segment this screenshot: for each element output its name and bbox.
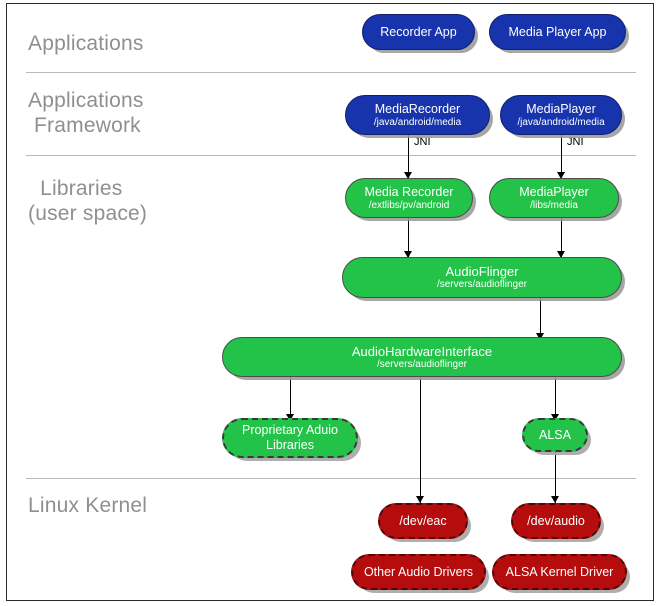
node-audiohardwareinterface-title: AudioHardwareInterface — [351, 343, 493, 359]
node-audiohardwareinterface[interactable]: AudioHardwareInterface /servers/audiofli… — [222, 337, 622, 377]
node-alsa-kernel-driver-title: ALSA Kernel Driver — [505, 564, 614, 579]
node-audioflinger[interactable]: AudioFlinger /servers/audioflinger — [342, 257, 622, 298]
connector-ahi-proprietary — [290, 377, 291, 422]
connector-audioflinger-ahi — [540, 298, 541, 340]
diagram-border — [6, 3, 654, 601]
node-proprietary-audio-libraries-subtitle: Libraries — [266, 438, 314, 452]
node-mediaplayer-framework-path: /java/android/media — [517, 116, 605, 128]
layer-label-linux-kernel: Linux Kernel — [28, 494, 148, 517]
node-audioflinger-path: /servers/audioflinger — [436, 279, 528, 290]
node-dev-eac-title: /dev/eac — [399, 513, 447, 528]
node-proprietary-audio-libraries[interactable]: Proprietary Aduio Libraries — [222, 418, 358, 458]
node-alsa-title: ALSA — [539, 427, 571, 442]
node-alsa-kernel-driver[interactable]: ALSA Kernel Driver — [492, 554, 627, 590]
edge-label-jni-right: JNI — [567, 136, 584, 148]
arrowhead-mediaplayer-jni — [557, 172, 565, 179]
node-mediarecorder-framework[interactable]: MediaRecorder /java/android/media — [345, 95, 490, 135]
arrowhead-ahi-alsa — [551, 414, 559, 421]
layer-label-applications-framework: Applications Framework — [28, 89, 144, 137]
node-recorder-app[interactable]: Recorder App — [362, 14, 475, 50]
separator-kernel — [26, 478, 636, 479]
separator-applications — [26, 72, 636, 73]
arrowhead-mediarecorder-jni — [404, 172, 412, 179]
node-dev-audio-title: /dev/audio — [527, 513, 585, 528]
node-mediaplayer-framework[interactable]: MediaPlayer /java/android/media — [500, 95, 622, 135]
node-audioflinger-title: AudioFlinger — [445, 264, 519, 279]
edge-label-jni-left: JNI — [414, 136, 431, 148]
node-media-recorder-lib[interactable]: Media Recorder /extlibs/pv/android — [345, 178, 473, 218]
node-media-recorder-lib-path: /extlibs/pv/android — [368, 199, 450, 211]
node-proprietary-audio-libraries-title: Proprietary Aduio — [242, 423, 338, 437]
node-mediaplayer-lib-title: MediaPlayer — [519, 184, 589, 199]
arrowhead-mediaplayer-audioflinger — [557, 251, 565, 258]
node-mediaplayer-lib-path: /libs/media — [530, 199, 578, 211]
connector-mediarecorder-jni — [408, 135, 409, 179]
node-recorder-app-title: Recorder App — [380, 24, 457, 39]
arrowhead-ahi-dev-eac — [416, 496, 424, 503]
layer-label-libraries: Libraries (user space) — [28, 177, 148, 225]
connector-alsa-dev-audio — [555, 452, 556, 503]
node-mediarecorder-framework-path: /java/android/media — [373, 116, 462, 128]
node-audiohardwareinterface-path: /servers/audioflinger — [376, 358, 468, 370]
node-mediarecorder-framework-title: MediaRecorder — [374, 101, 461, 116]
arrowhead-ahi-proprietary — [286, 414, 294, 421]
connector-ahi-dev-eac — [420, 377, 421, 503]
node-media-player-app-title: Media Player App — [508, 24, 607, 39]
node-mediaplayer-framework-title: MediaPlayer — [526, 101, 596, 116]
connector-mediaplayer-jni — [561, 135, 562, 179]
node-media-recorder-lib-title: Media Recorder — [364, 184, 454, 199]
arrowhead-alsa-dev-audio — [551, 496, 559, 503]
arrowhead-audioflinger-ahi — [536, 333, 544, 340]
node-dev-audio[interactable]: /dev/audio — [511, 503, 601, 539]
node-media-player-app[interactable]: Media Player App — [489, 14, 626, 50]
node-other-audio-drivers-title: Other Audio Drivers — [363, 564, 474, 579]
separator-framework — [26, 155, 636, 156]
arrowhead-mediarecorder-audioflinger — [404, 251, 412, 258]
connector-ahi-alsa — [555, 377, 556, 422]
node-alsa[interactable]: ALSA — [522, 418, 588, 452]
node-other-audio-drivers[interactable]: Other Audio Drivers — [351, 554, 486, 590]
layer-label-applications: Applications — [28, 32, 144, 55]
node-mediaplayer-lib[interactable]: MediaPlayer /libs/media — [489, 178, 619, 218]
connector-mediaplayer-audioflinger — [561, 218, 562, 258]
connector-mediarecorder-audioflinger — [408, 218, 409, 258]
node-dev-eac[interactable]: /dev/eac — [378, 503, 468, 539]
